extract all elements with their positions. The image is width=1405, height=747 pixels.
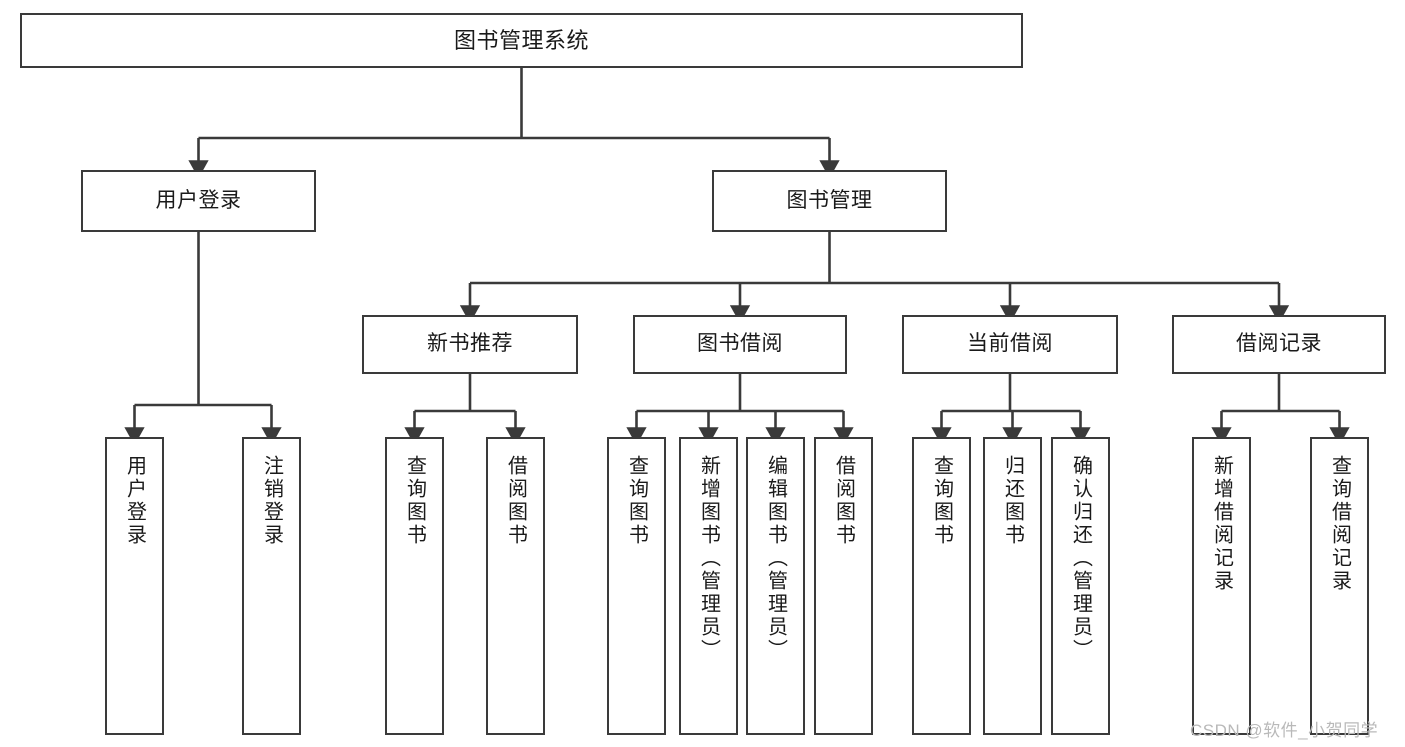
- node-current[interactable]: 当前借阅: [902, 315, 1118, 374]
- node-leaf4[interactable]: 借阅图书: [486, 437, 545, 735]
- node-leaf1[interactable]: 用户登录: [105, 437, 164, 735]
- node-leaf5[interactable]: 查询图书: [607, 437, 666, 735]
- node-label: 借阅图书: [832, 455, 855, 547]
- node-label: 图书管理: [786, 188, 873, 212]
- node-leaf9[interactable]: 查询图书: [912, 437, 971, 735]
- node-label: 新增借阅记录: [1210, 455, 1233, 593]
- node-label: 新增图书（管理员）: [697, 455, 720, 662]
- node-label: 归还图书: [1001, 455, 1024, 547]
- node-leaf10[interactable]: 归还图书: [983, 437, 1042, 735]
- node-leaf12[interactable]: 新增借阅记录: [1192, 437, 1251, 735]
- node-label: 编辑图书（管理员）: [764, 455, 787, 662]
- node-leaf6[interactable]: 新增图书（管理员）: [679, 437, 738, 735]
- node-record[interactable]: 借阅记录: [1172, 315, 1386, 374]
- node-label: 查询图书: [625, 455, 648, 547]
- node-label: 查询图书: [930, 455, 953, 547]
- node-label: 图书管理系统: [453, 27, 589, 53]
- node-label: 当前借阅: [967, 332, 1053, 356]
- node-label: 用户登录: [155, 188, 242, 212]
- node-login[interactable]: 用户登录: [81, 170, 316, 232]
- node-root[interactable]: 图书管理系统: [20, 13, 1023, 68]
- node-label: 确认归还（管理员）: [1069, 455, 1092, 662]
- node-label: 查询图书: [403, 455, 426, 547]
- node-label: 新书推荐: [427, 332, 513, 356]
- node-label: 图书借阅: [697, 332, 783, 356]
- node-label: 查询借阅记录: [1328, 455, 1351, 593]
- node-leaf8[interactable]: 借阅图书: [814, 437, 873, 735]
- node-leaf13[interactable]: 查询借阅记录: [1310, 437, 1369, 735]
- node-leaf3[interactable]: 查询图书: [385, 437, 444, 735]
- node-label: 用户登录: [123, 455, 146, 547]
- node-label: 借阅图书: [504, 455, 527, 547]
- node-leaf11[interactable]: 确认归还（管理员）: [1051, 437, 1110, 735]
- node-borrow[interactable]: 图书借阅: [633, 315, 847, 374]
- csdn-watermark: CSDN @软件_小贺同学: [1190, 721, 1379, 740]
- node-leaf7[interactable]: 编辑图书（管理员）: [746, 437, 805, 735]
- node-label: 注销登录: [260, 455, 283, 547]
- node-leaf2[interactable]: 注销登录: [242, 437, 301, 735]
- node-bookmgmt[interactable]: 图书管理: [712, 170, 947, 232]
- node-newbook[interactable]: 新书推荐: [362, 315, 578, 374]
- node-label: 借阅记录: [1236, 332, 1322, 356]
